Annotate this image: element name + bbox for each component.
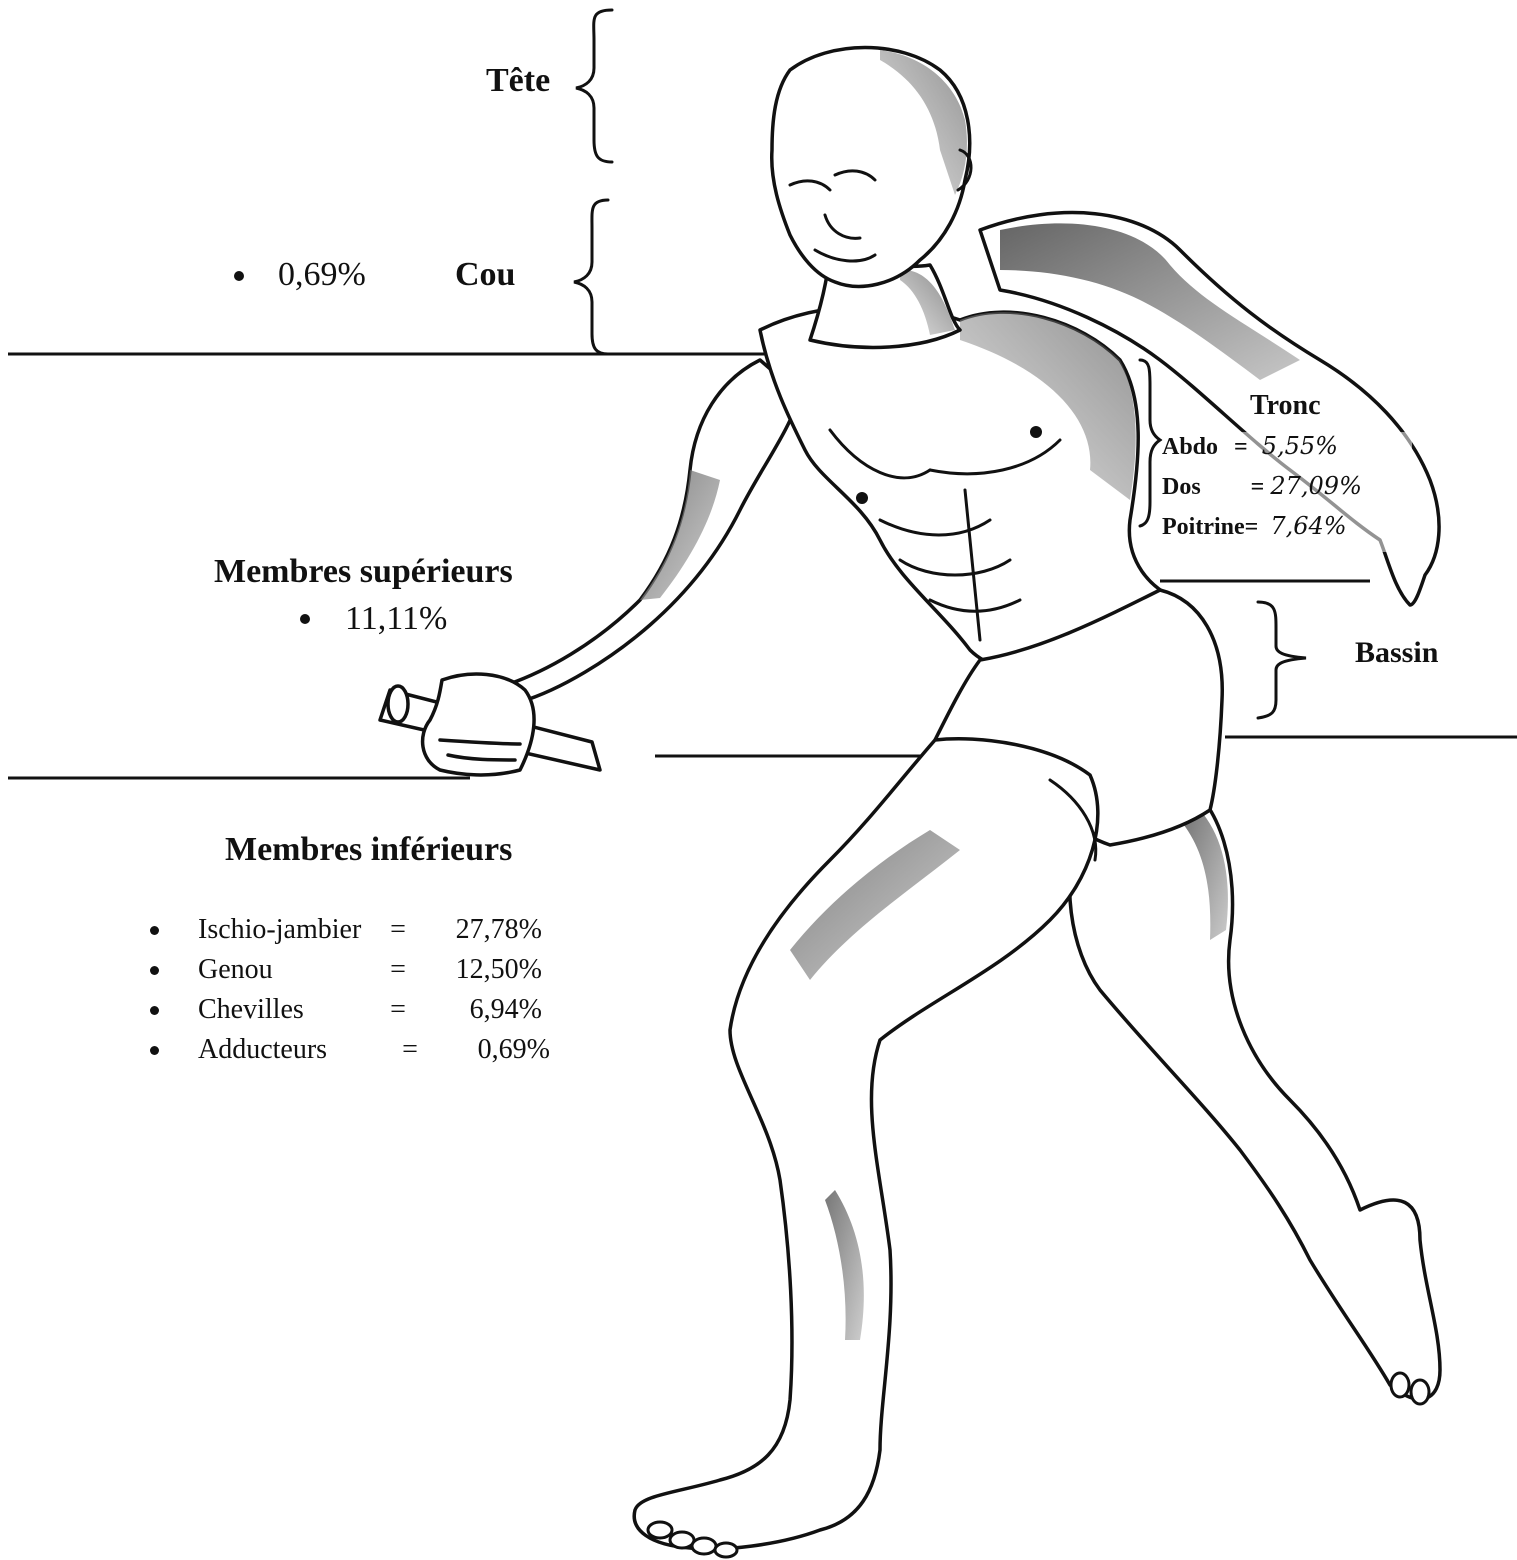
tronc-row-dos: Dos = 27,09%: [1162, 472, 1412, 512]
label-tete: Tête: [486, 62, 550, 100]
runner-front-leg: [634, 739, 1098, 1549]
item-sep: =: [388, 994, 408, 1026]
label-tronc: Tronc: [1250, 390, 1321, 422]
bullet: [150, 926, 159, 935]
list-item-chevilles: Chevilles = 6,94%: [150, 994, 570, 1028]
item-name: Ischio-jambier: [198, 914, 361, 946]
runner-back-leg: [1070, 780, 1440, 1399]
tronc-row-label: Dos: [1162, 474, 1201, 500]
item-sep: =: [388, 954, 408, 986]
tronc-row-label: Poitrine: [1162, 514, 1245, 540]
label-cou: Cou: [455, 256, 515, 294]
tronc-row-sep: =: [1251, 474, 1265, 500]
bullet: [150, 966, 159, 975]
value-cou: 0,69%: [278, 256, 366, 294]
tronc-row-value: 5,55%: [1262, 432, 1338, 460]
tronc-list: Abdo = 5,55% Dos = 27,09% Poitrine= 7,64…: [1162, 432, 1412, 552]
label-bassin: Bassin: [1355, 636, 1438, 670]
item-value: 12,50%: [456, 954, 542, 986]
tronc-row-value: 7,64%: [1270, 512, 1346, 540]
brace-cou: [574, 200, 608, 354]
item-name: Genou: [198, 954, 273, 986]
tronc-row-value: 27,09%: [1270, 472, 1362, 500]
runner-left-arm: [448, 360, 800, 712]
bullet: [150, 1006, 159, 1015]
bullet-membres-superieurs: [300, 614, 310, 624]
item-value: 0,69%: [478, 1034, 550, 1066]
list-item-genou: Genou = 12,50%: [150, 954, 570, 988]
brace-bassin: [1258, 602, 1306, 718]
brace-tronc: [1140, 360, 1160, 526]
tronc-row-sep: =: [1245, 514, 1259, 540]
tronc-row-poitrine: Poitrine= 7,64%: [1162, 512, 1412, 552]
list-item-ischio-jambier: Ischio-jambier = 27,78%: [150, 914, 570, 948]
runner-figure: [380, 48, 1440, 1558]
list-item-adducteurs: Adducteurs = 0,69%: [150, 1034, 570, 1068]
tronc-row-label: Abdo: [1162, 434, 1218, 460]
label-membres-inferieurs: Membres inférieurs: [225, 831, 512, 869]
item-value: 6,94%: [470, 994, 542, 1026]
item-name: Adducteurs: [198, 1034, 327, 1066]
value-membres-superieurs: 11,11%: [345, 600, 447, 638]
item-name: Chevilles: [198, 994, 304, 1026]
item-sep: =: [388, 914, 408, 946]
item-sep: =: [400, 1034, 420, 1066]
tronc-row-sep: =: [1234, 434, 1248, 460]
bullet: [150, 1046, 159, 1055]
bullet-cou: [234, 271, 244, 281]
tronc-row-abdo: Abdo = 5,55%: [1162, 432, 1412, 472]
item-value: 27,78%: [456, 914, 542, 946]
label-membres-superieurs: Membres supérieurs: [214, 553, 513, 591]
brace-tete: [576, 10, 612, 162]
